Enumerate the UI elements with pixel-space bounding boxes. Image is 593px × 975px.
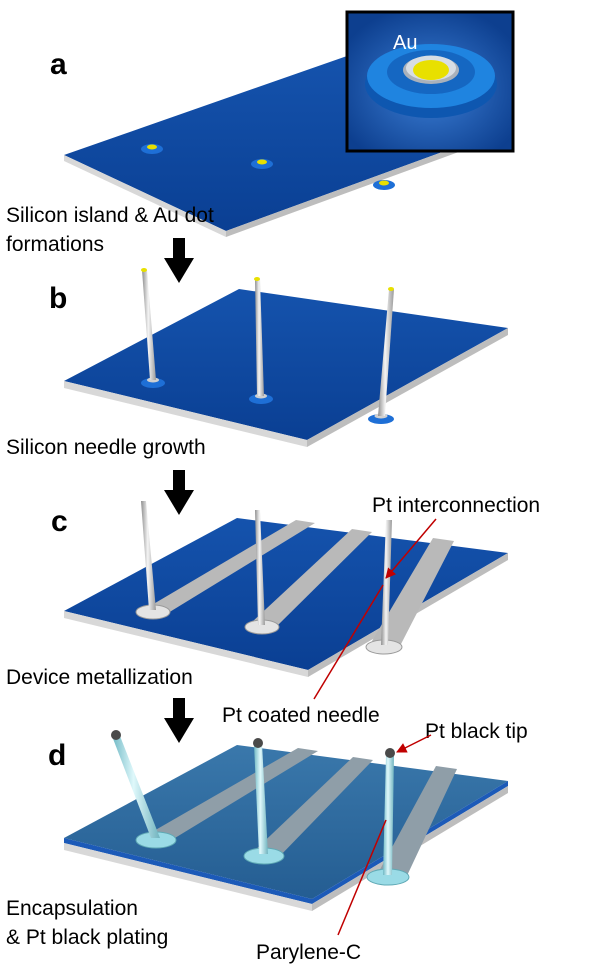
pt-coated-needle [135,501,171,620]
pt-interconnection-stripe [372,538,454,646]
silicon-needle [141,268,165,388]
encapsulated-needle [243,738,285,865]
process-arrow [164,238,194,283]
pt-interconnection-stripe [252,757,373,858]
pt-interconnection-stripe [145,748,318,841]
step-caption-c: Device metallization [6,666,193,689]
pt-black-tip-pointer [396,734,432,753]
pt-interconnection-stripe [252,529,372,626]
pt-interconnection-label: Pt interconnection [372,494,540,517]
au-dot-island [373,180,395,190]
encapsulated-needle [111,730,177,849]
pt-coated-needle [244,510,280,635]
pt-black-tip-label: Pt black tip [425,720,528,743]
silicon-needle [249,277,273,404]
pt-interconnection-pointer [385,518,437,579]
step-caption-line: & Pt black plating [6,926,168,949]
panel-d: d Pt b [48,720,528,964]
encapsulated-needle [366,748,410,886]
substrate-b [64,289,508,447]
au-dot-inset: Au [345,10,515,153]
silicon-needle [368,287,394,424]
panel-letter-a: a [50,48,67,81]
panel-letter-d: d [48,739,66,772]
step-caption-line: Silicon island & Au dot [6,204,214,227]
panel-b: b [49,268,508,447]
au-dot-island [141,144,163,154]
pt-coated-needle [365,520,403,655]
pt-interconnection-stripe [377,766,457,880]
step-caption-b: Silicon needle growth [6,436,206,459]
pt-interconnection-stripe [145,520,315,613]
process-arrow [164,698,194,743]
panel-c: c Pt interconnection [51,494,540,700]
parylene-c-label: Parylene-C [256,941,361,964]
panel-letter-c: c [51,505,68,538]
process-arrow [164,470,194,515]
au-dot-island [251,159,273,169]
parylene-c-pointer [337,819,387,936]
panel-a: a Au [50,10,515,237]
step-caption-a: Silicon island & Au dot formations [6,204,214,256]
pt-coated-needle-pointer [313,584,384,700]
step-caption-line: Encapsulation [6,897,138,920]
step-caption-d: Encapsulation & Pt black plating [6,897,168,949]
pt-coated-needle-label: Pt coated needle [222,704,380,727]
step-caption-line: formations [6,233,104,256]
panel-letter-b: b [49,282,67,315]
au-label: Au [393,32,417,54]
